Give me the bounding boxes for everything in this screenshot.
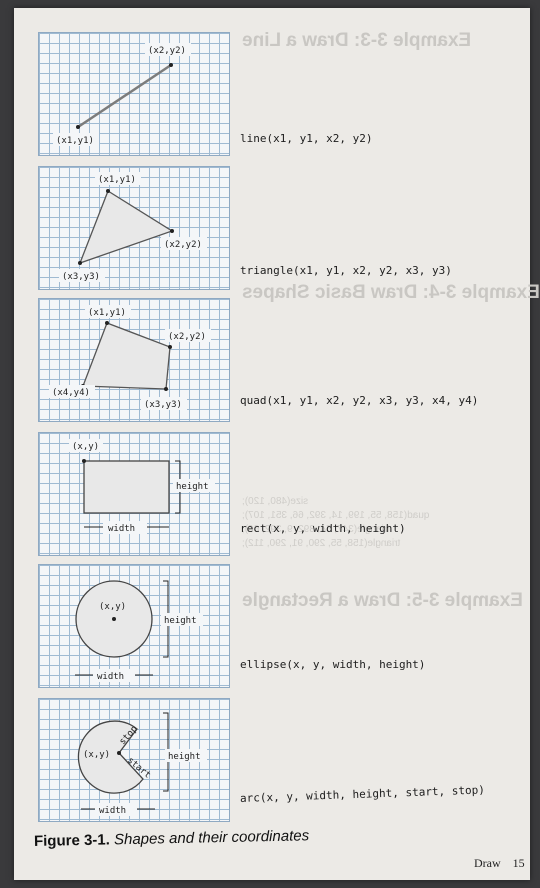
rectangle-shape — [83, 460, 170, 514]
book-page: Example 3-3: Draw a Line Example 3-4: Dr… — [14, 8, 540, 880]
ellipse-diagram: (x,y) height width — [38, 564, 230, 688]
point-label: (x1,y1) — [98, 175, 136, 185]
dimension-label: height — [176, 482, 209, 492]
arc-diagram: (x,y) stop start height width — [38, 698, 230, 822]
rect-diagram: (x,y) height width — [38, 432, 230, 556]
point-label: (x2,y2) — [168, 332, 206, 342]
function-signature: rect(x, y, width, height) — [240, 522, 406, 535]
dimension-label: width — [108, 524, 135, 534]
point-label: (x2,y2) — [164, 240, 202, 250]
triangle-shape — [78, 190, 174, 265]
point-marker — [169, 63, 173, 67]
section-name: Draw — [474, 856, 501, 870]
quad-diagram: (x1,y1) (x2,y2) (x4,y4) (x3,y3) — [38, 298, 230, 422]
show-through-heading: Example 3-5: Draw a Rectangle — [242, 590, 523, 611]
point-marker — [82, 459, 86, 463]
point-marker — [164, 387, 168, 391]
figure-title: Shapes and their coordinates — [113, 827, 310, 849]
line-diagram: (x2,y2) (x1,y1) — [38, 32, 230, 156]
point-label: (x1,y1) — [88, 308, 126, 318]
triangle-diagram: (x1,y1) (x2,y2) (x3,y3) — [38, 166, 230, 290]
point-marker — [78, 261, 82, 265]
show-through-heading: Example 3-3: Draw a Line — [242, 30, 472, 51]
point-marker — [112, 617, 116, 621]
figure-caption: Figure 3-1. Shapes and their coordinates — [34, 827, 309, 850]
function-signature: ellipse(x, y, width, height) — [240, 658, 426, 671]
point-label: (x4,y4) — [52, 388, 90, 398]
point-marker — [76, 125, 80, 129]
point-label: (x3,y3) — [62, 272, 100, 282]
point-label: (x,y) — [83, 750, 110, 760]
dimension-label: height — [168, 752, 201, 762]
page-footer: Draw 15 — [474, 856, 525, 871]
page-number: 15 — [512, 856, 525, 870]
function-signature: triangle(x1, y1, x2, y2, x3, y3) — [240, 264, 452, 277]
figure-number: Figure 3-1. — [33, 831, 111, 850]
line-shape — [77, 63, 172, 129]
point-label: (x2,y2) — [148, 46, 186, 56]
show-through-code: quad(158, 55, 199, 14, 392, 66, 351, 107… — [242, 510, 430, 521]
show-through-code: triangle(158, 55, 290, 91, 290, 112); — [242, 538, 401, 549]
dimension-label: width — [99, 806, 126, 816]
point-label: (x3,y3) — [144, 400, 182, 410]
point-label: (x1,y1) — [56, 136, 94, 146]
function-signature: quad(x1, y1, x2, y2, x3, y3, x4, y4) — [240, 394, 479, 407]
dimension-label: height — [164, 616, 197, 626]
show-through-heading: Example 3-4: Draw Basic Shapes — [242, 282, 540, 303]
point-marker — [117, 751, 121, 755]
dimension-label: width — [97, 672, 124, 682]
show-through-code: size(480, 120); — [242, 496, 309, 507]
arc-shape — [77, 720, 144, 794]
quad-shape — [82, 322, 171, 390]
point-marker — [168, 345, 172, 349]
point-marker — [106, 189, 110, 193]
point-marker — [105, 321, 109, 325]
point-label: (x,y) — [72, 442, 99, 452]
function-signature: line(x1, y1, x2, y2) — [240, 132, 373, 145]
function-signature: arc(x, y, width, height, start, stop) — [239, 783, 486, 805]
point-label: (x,y) — [99, 602, 126, 612]
point-marker — [170, 229, 174, 233]
